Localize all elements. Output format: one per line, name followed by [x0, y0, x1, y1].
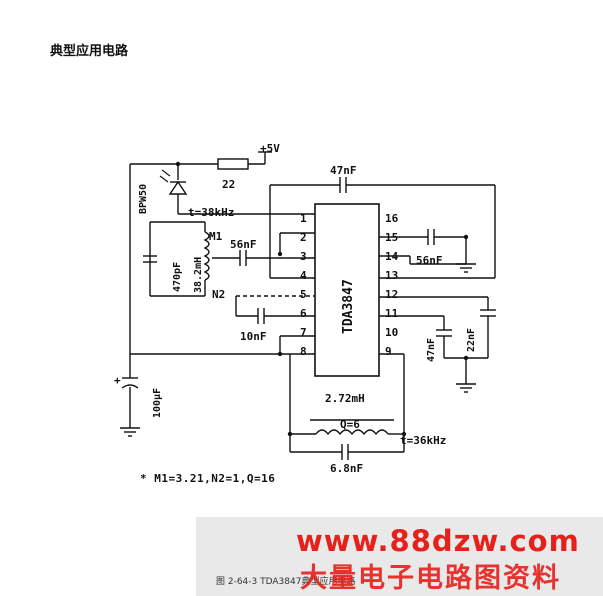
pin-13: 13 [385, 269, 398, 282]
label-cap47-top: 47nF [330, 164, 357, 177]
pin-16: 16 [385, 212, 399, 225]
watermark-url: www.88dzw.com [296, 524, 580, 558]
ic-pins-right: 16 15 14 13 12 11 10 9 [385, 212, 399, 358]
pin-9: 9 [385, 345, 392, 358]
label-n2: N2 [212, 288, 225, 301]
label-cap56-right: 56nF [416, 254, 443, 267]
label-cap68: 6.8nF [330, 462, 363, 475]
wiring [120, 151, 496, 460]
pin-2: 2 [300, 231, 307, 244]
ic-pins-left: 1 2 3 4 5 6 7 8 [300, 212, 307, 358]
ic-name: TDA3847 [341, 279, 356, 334]
junction-dots [175, 161, 469, 437]
figure-caption: 图 2-64-3 TDA3847典型应用电路 [216, 577, 356, 587]
label-f-in: t=38kHz [188, 206, 234, 219]
label-q: Q=6 [340, 418, 360, 431]
ic-body [314, 203, 380, 377]
label-cap100: 100μF [152, 388, 163, 418]
label-ind2: 2.72mH [325, 392, 365, 405]
pin-7: 7 [300, 326, 307, 339]
label-m1: M1 [209, 230, 223, 243]
pin-8: 8 [300, 345, 307, 358]
caption-band [196, 517, 603, 596]
pin-11: 11 [385, 307, 399, 320]
watermark-text: 大量电子电路图资料 [300, 563, 561, 594]
pin-4: 4 [300, 269, 307, 282]
pin-1: 1 [300, 212, 307, 225]
label-ind1: 38.2mH [193, 257, 204, 293]
label-photodiode: BPW50 [138, 184, 149, 214]
label-cap10: 10nF [240, 330, 267, 343]
page-title: 典型应用电路 [50, 44, 129, 59]
pin-12: 12 [385, 288, 398, 301]
label-r22: 22 [222, 178, 235, 191]
component-labels: +5V 22 BPW50 t=38kHz M1 38.2mH 470pF 56n… [114, 142, 477, 475]
pin-3: 3 [300, 250, 307, 263]
pin-6: 6 [300, 307, 307, 320]
label-cap56-in: 56nF [230, 238, 257, 251]
footnote: * M1=3.21,N2=1,Q=16 [140, 472, 276, 485]
label-supply: +5V [260, 142, 280, 155]
pin-5: 5 [300, 288, 307, 301]
label-cap47-right: 47nF [426, 338, 437, 362]
pin-10: 10 [385, 326, 398, 339]
label-cap22: 22nF [466, 328, 477, 352]
label-f-out: t=36kHz [400, 434, 446, 447]
label-cap470: 470pF [172, 262, 183, 292]
label-plus: + [114, 374, 121, 387]
